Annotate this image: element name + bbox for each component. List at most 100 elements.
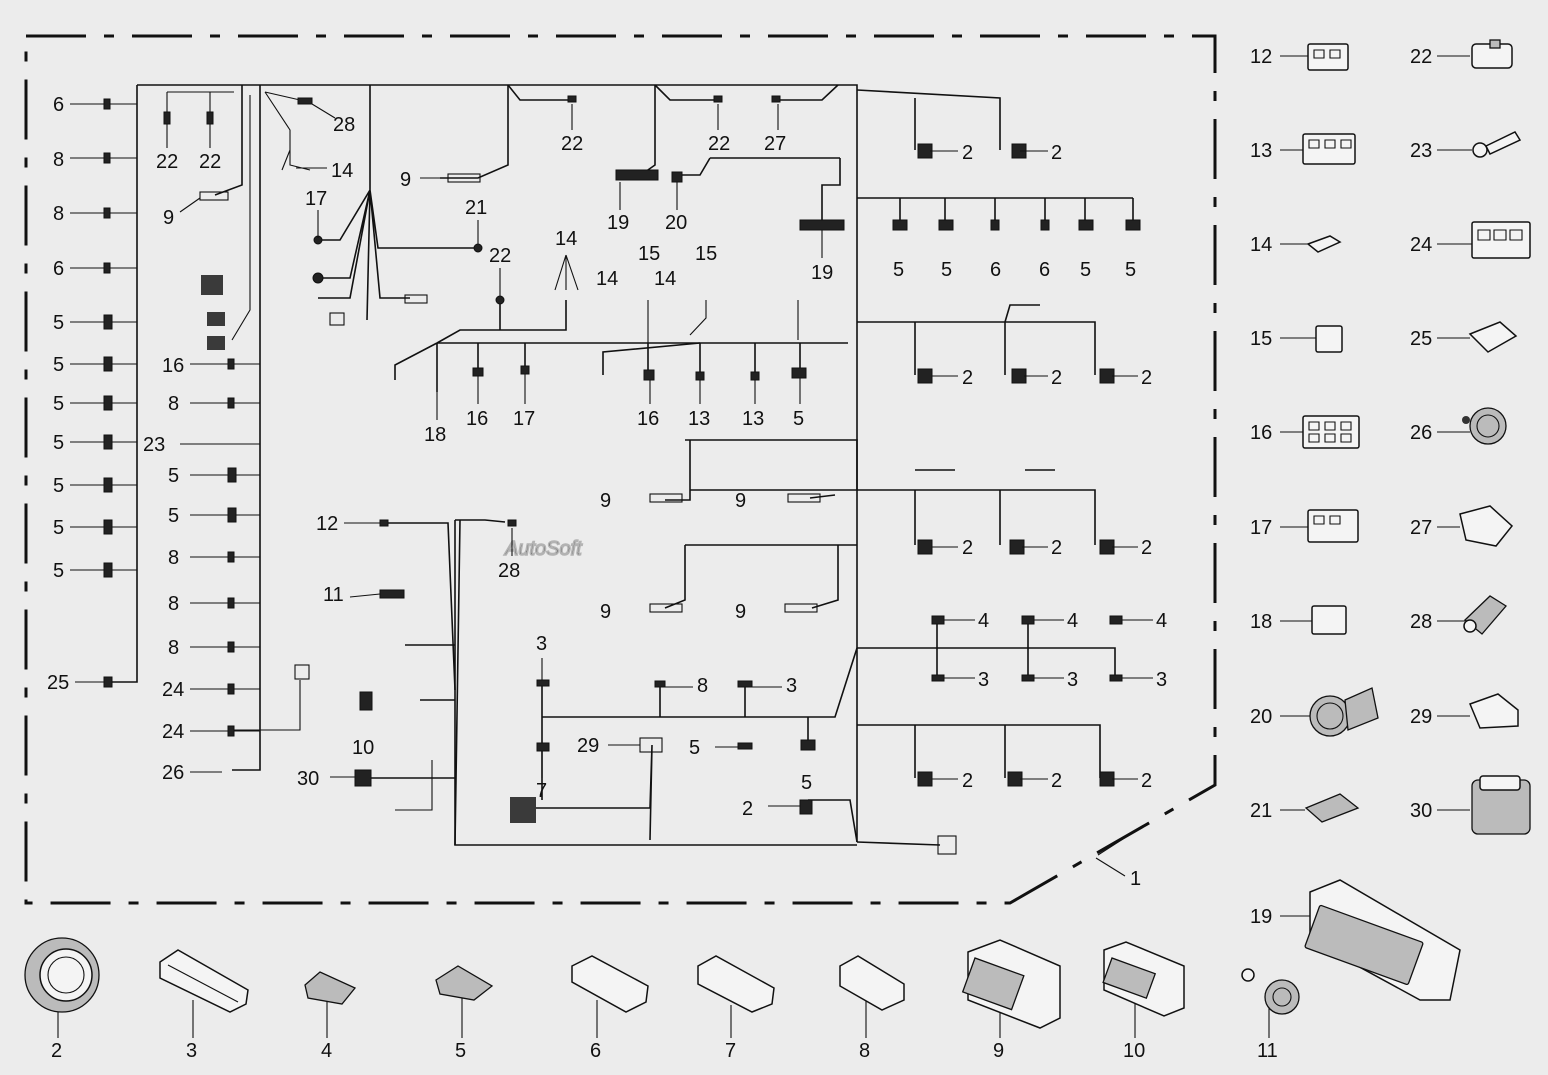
callout-label: 2 xyxy=(962,367,973,389)
legend-label: 30 xyxy=(1410,800,1432,822)
part-6-connector xyxy=(571,955,649,1013)
part-27-connector xyxy=(1459,505,1514,547)
callout-label: 5 xyxy=(53,432,64,454)
callout-label: 22 xyxy=(561,133,583,155)
callout-label: 9 xyxy=(735,490,746,512)
legend-label: 14 xyxy=(1250,234,1272,256)
callout-label: 5 xyxy=(53,393,64,415)
callout-label: 29 xyxy=(577,735,599,757)
callout-label: 2 xyxy=(1051,770,1062,792)
callout-label: 14 xyxy=(596,268,618,290)
callout-label: 19 xyxy=(607,212,629,234)
legend-label: 4 xyxy=(321,1040,332,1062)
part-15-connector xyxy=(1315,325,1343,353)
callout-label: 15 xyxy=(695,243,717,265)
part-23-ring-terminal xyxy=(1472,131,1522,158)
callout-label: 9 xyxy=(735,601,746,623)
callout-label: 2 xyxy=(1051,537,1062,559)
callout-label: 8 xyxy=(168,637,179,659)
part-28-connector xyxy=(1463,595,1507,635)
callout-label: 14 xyxy=(654,268,676,290)
callout-label: 9 xyxy=(400,169,411,191)
part-14-terminal xyxy=(1306,235,1342,253)
part-3-connector xyxy=(159,949,249,1013)
callout-label: 22 xyxy=(199,151,221,173)
callout-label: 10 xyxy=(352,737,374,759)
callout-label: 15 xyxy=(638,243,660,265)
leader-lines xyxy=(70,103,1153,877)
part-12-connector xyxy=(1307,43,1349,71)
callout-label: 28 xyxy=(333,114,355,136)
callout-label: 5 xyxy=(689,737,700,759)
callout-label: 20 xyxy=(665,212,687,234)
callout-label: 5 xyxy=(793,408,804,430)
callout-label: 8 xyxy=(53,203,64,225)
callout-label: 8 xyxy=(168,547,179,569)
watermark: AutoSoft xyxy=(504,538,583,560)
callout-label: 5 xyxy=(1125,259,1136,281)
callout-label: 5 xyxy=(53,517,64,539)
callout-label: 26 xyxy=(162,762,184,784)
legend-label: 18 xyxy=(1250,611,1272,633)
legend-label: 13 xyxy=(1250,140,1272,162)
callout-label: 5 xyxy=(53,560,64,582)
callout-label: 27 xyxy=(764,133,786,155)
part-11-plug xyxy=(1241,968,1300,1015)
part-25-connector xyxy=(1468,321,1518,353)
part-2-round-connector xyxy=(24,937,100,1013)
callout-label: 8 xyxy=(697,675,708,697)
callout-label: 7 xyxy=(536,780,547,802)
callout-label: 16 xyxy=(162,355,184,377)
legend-label: 6 xyxy=(590,1040,601,1062)
legend-label: 19 xyxy=(1250,906,1272,928)
callout-label: 2 xyxy=(962,142,973,164)
callout-label: 5 xyxy=(941,259,952,281)
callout-label: 6 xyxy=(53,94,64,116)
callout-label: 23 xyxy=(143,434,165,456)
legend-label: 2 xyxy=(51,1040,62,1062)
callout-label: 2 xyxy=(1141,537,1152,559)
callout-label: 14 xyxy=(331,160,353,182)
legend-label: 10 xyxy=(1123,1040,1145,1062)
legend-label: 5 xyxy=(455,1040,466,1062)
callout-label: 5 xyxy=(168,465,179,487)
part-13-connector xyxy=(1302,133,1356,165)
callout-label: 19 xyxy=(811,262,833,284)
harness-wires xyxy=(110,84,1134,846)
legend-label: 12 xyxy=(1250,46,1272,68)
legend-label: 3 xyxy=(186,1040,197,1062)
callout-label: 14 xyxy=(555,228,577,250)
part-20-round-connector xyxy=(1309,687,1379,737)
legend-label: 9 xyxy=(993,1040,1004,1062)
callout-label: 22 xyxy=(156,151,178,173)
part-9-ecu-connector xyxy=(961,939,1061,1029)
callout-label: 25 xyxy=(47,672,69,694)
legend-label: 8 xyxy=(859,1040,870,1062)
callout-label: 5 xyxy=(53,475,64,497)
part-26-buzzer xyxy=(1462,407,1507,445)
callout-label: 5 xyxy=(168,505,179,527)
part-10-connector xyxy=(1102,941,1185,1017)
callout-label: 4 xyxy=(978,610,989,632)
callout-label: 17 xyxy=(513,408,535,430)
callout-label: 5 xyxy=(53,312,64,334)
part-29-connector xyxy=(1469,693,1519,729)
callout-label: 16 xyxy=(466,408,488,430)
callout-label: 9 xyxy=(600,601,611,623)
legend-label: 29 xyxy=(1410,706,1432,728)
part-7-connector xyxy=(697,955,775,1013)
part-30-module xyxy=(1471,775,1531,835)
callout-label: 11 xyxy=(323,584,344,606)
callout-label: 17 xyxy=(305,188,327,210)
callout-label: 9 xyxy=(600,490,611,512)
legend-label: 17 xyxy=(1250,517,1272,539)
callout-label: 24 xyxy=(162,721,184,743)
part-5-connector xyxy=(435,965,494,1001)
legend-bottom: 2 3 4 5 6 7 8 9 10 11 xyxy=(24,937,1300,1062)
legend-label: 24 xyxy=(1410,234,1432,256)
callout-label: 6 xyxy=(53,258,64,280)
part-24-connector xyxy=(1471,221,1531,259)
callout-label: 4 xyxy=(1067,610,1078,632)
callout-label: 2 xyxy=(1141,770,1152,792)
